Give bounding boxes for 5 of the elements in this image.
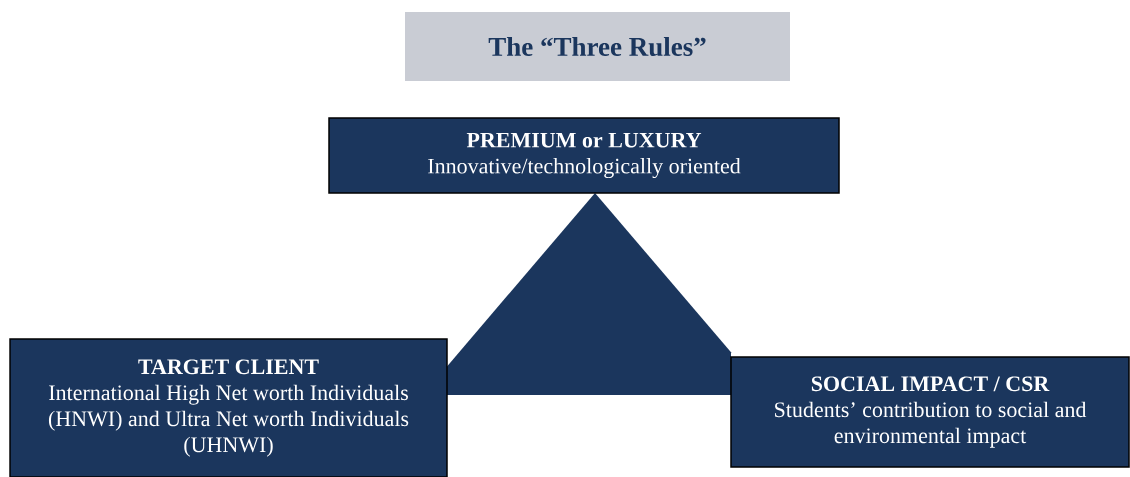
triangle-shape — [447, 193, 731, 395]
text-box: SOCIAL IMPACT / CSR Students’ contribution to social and environmental impact — [730, 356, 1130, 468]
text-box: PREMIUM or LUXURY Innovative/technologically oriented — [328, 117, 840, 194]
text-box: TARGET CLIENT International High Net worth Individuals (HNWI) and Ultra Net worth Individuals (UHNWI) — [9, 338, 448, 477]
title-box: The “Three Rules” — [405, 12, 790, 81]
